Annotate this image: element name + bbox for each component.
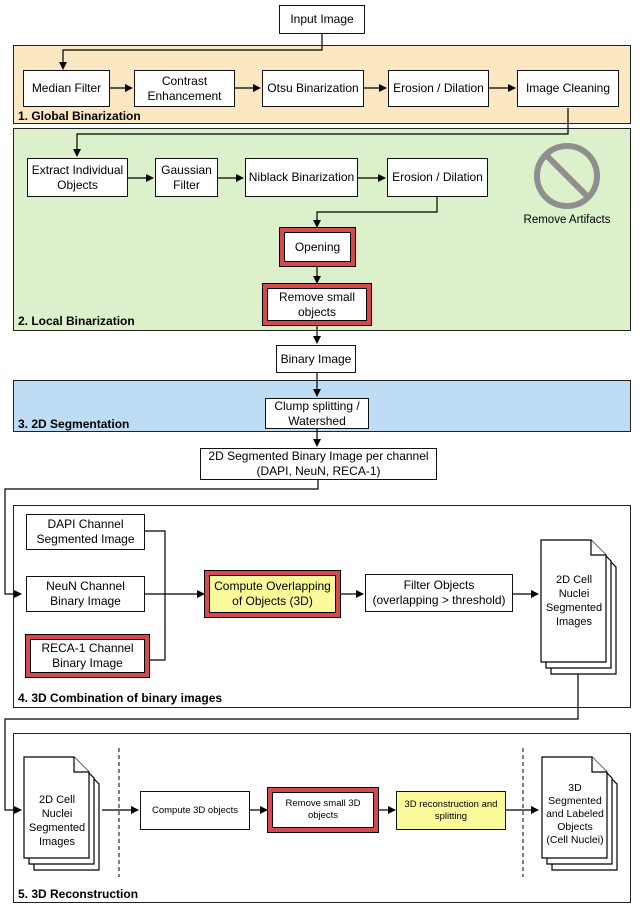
remove-small-objects-node: Remove small objects — [263, 284, 371, 325]
cell-nuclei-images-label: 2D Cell Nuclei Segmented Images — [545, 574, 603, 628]
labeled-objects-label: 3D Segmented and Labeled Objects (Cell N… — [546, 782, 604, 846]
cell-nuclei-images-label: 2D Cell Nuclei Segmented Images — [28, 794, 86, 848]
panel-3d-reconstruction-label: 5. 3D Reconstruction — [18, 887, 139, 901]
panel-local-binarization-label: 2. Local Binarization — [18, 314, 135, 328]
channel-bracket — [145, 530, 166, 661]
compute-3d-objects-node: Compute 3D objects — [140, 791, 250, 830]
reconstruction-splitting-node: 3D reconstruction and splitting — [396, 791, 506, 830]
dapi-channel-node: DAPI Channel Segmented Image — [26, 514, 145, 550]
panel-3d-combination-label: 4. 3D Combination of binary images — [18, 691, 223, 705]
niblack-binarization-node: Niblack Binarization — [245, 158, 358, 197]
arrow-input-to-median — [59, 33, 323, 70]
document-stack-icon — [23, 756, 100, 871]
document-stack-icon — [541, 756, 618, 871]
clump-splitting-node: Clump splitting / Watershed — [265, 398, 369, 429]
gaussian-filter-node: Gaussian Filter — [155, 158, 218, 197]
extract-objects-node: Extract Individual Objects — [27, 158, 128, 197]
erosion-dilation-node: Erosion / Dilation — [387, 158, 488, 197]
panel-global-binarization-label: 1. Global Binarization — [18, 109, 141, 123]
remove-artifacts-label: Remove Artifacts — [523, 214, 611, 226]
median-filter-node: Median Filter — [23, 70, 110, 107]
contrast-enhancement-node: Contrast Enhancement — [134, 70, 235, 107]
remove-small-3d-node: Remove small 3D objects — [268, 788, 378, 832]
arrow-cleaning-to-extract — [73, 108, 569, 157]
reca-channel-node: RECA-1 Channel Binary Image — [26, 635, 149, 677]
document-stack-icon — [540, 539, 617, 675]
image-cleaning-node: Image Cleaning — [517, 70, 619, 107]
segmented-binary-node: 2D Segmented Binary Image per channel (D… — [200, 448, 437, 480]
binary-image-node: Binary Image — [276, 345, 356, 373]
arrow-combination-to-reconstruction — [4, 668, 579, 814]
compute-overlapping-node: Compute Overlapping of Objects (3D) — [205, 571, 340, 617]
arrow-segmented-to-combination — [4, 479, 319, 598]
filter-objects-node: Filter Objects (overlapping > threshold) — [365, 574, 513, 612]
opening-node: Opening — [280, 228, 355, 266]
erosion-dilation-node: Erosion / Dilation — [388, 70, 489, 107]
arrow-erosion-to-opening — [313, 197, 438, 228]
otsu-binarization-node: Otsu Binarization — [262, 70, 364, 107]
input-image-node: Input Image — [279, 5, 365, 34]
no-symbol-icon — [534, 143, 600, 209]
neun-channel-node: NeuN Channel Binary Image — [26, 576, 145, 612]
panel-2d-segmentation-label: 3. 2D Segmentation — [18, 417, 130, 431]
